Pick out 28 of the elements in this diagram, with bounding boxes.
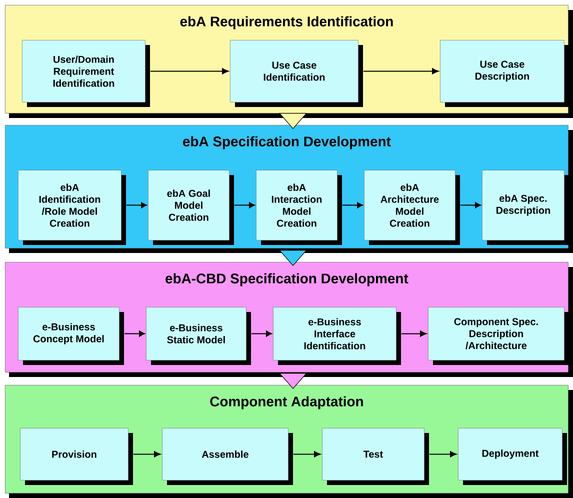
process-box: ebA Architecture Model Creation	[364, 170, 460, 245]
arrow	[126, 202, 147, 208]
process-box: ebA Spec. Description	[482, 170, 569, 245]
process-box: Provision	[20, 428, 133, 485]
process-box: Deployment	[458, 428, 567, 485]
process-box: Assemble	[162, 428, 293, 485]
process-box: Component Spec. Description /Architecture	[428, 307, 569, 365]
arrow	[234, 202, 255, 208]
arrow	[428, 451, 457, 458]
arrow	[124, 330, 145, 337]
arrow	[362, 68, 439, 74]
arrow	[132, 451, 161, 458]
process-box: ebA Identification /Role Model Creation	[18, 170, 126, 245]
process-box: Use Case Description	[440, 40, 569, 107]
process-box: e-Business Interface Identification	[273, 307, 401, 365]
arrow	[400, 330, 427, 337]
process-box: Test	[322, 428, 429, 485]
process-box: ebA Goal Model Creation	[148, 170, 234, 245]
arrow	[150, 68, 229, 74]
arrow	[342, 202, 363, 208]
process-box: User/Domain Requirement Identification	[22, 40, 150, 107]
arrow	[250, 330, 272, 337]
process-box: e-Business Static Model	[146, 307, 251, 365]
process-box: e-Business Concept Model	[18, 307, 124, 365]
process-box: Use Case Identification	[230, 40, 363, 107]
arrow	[460, 202, 481, 208]
process-box: ebA Interaction Model Creation	[256, 170, 342, 245]
arrow	[292, 451, 321, 458]
